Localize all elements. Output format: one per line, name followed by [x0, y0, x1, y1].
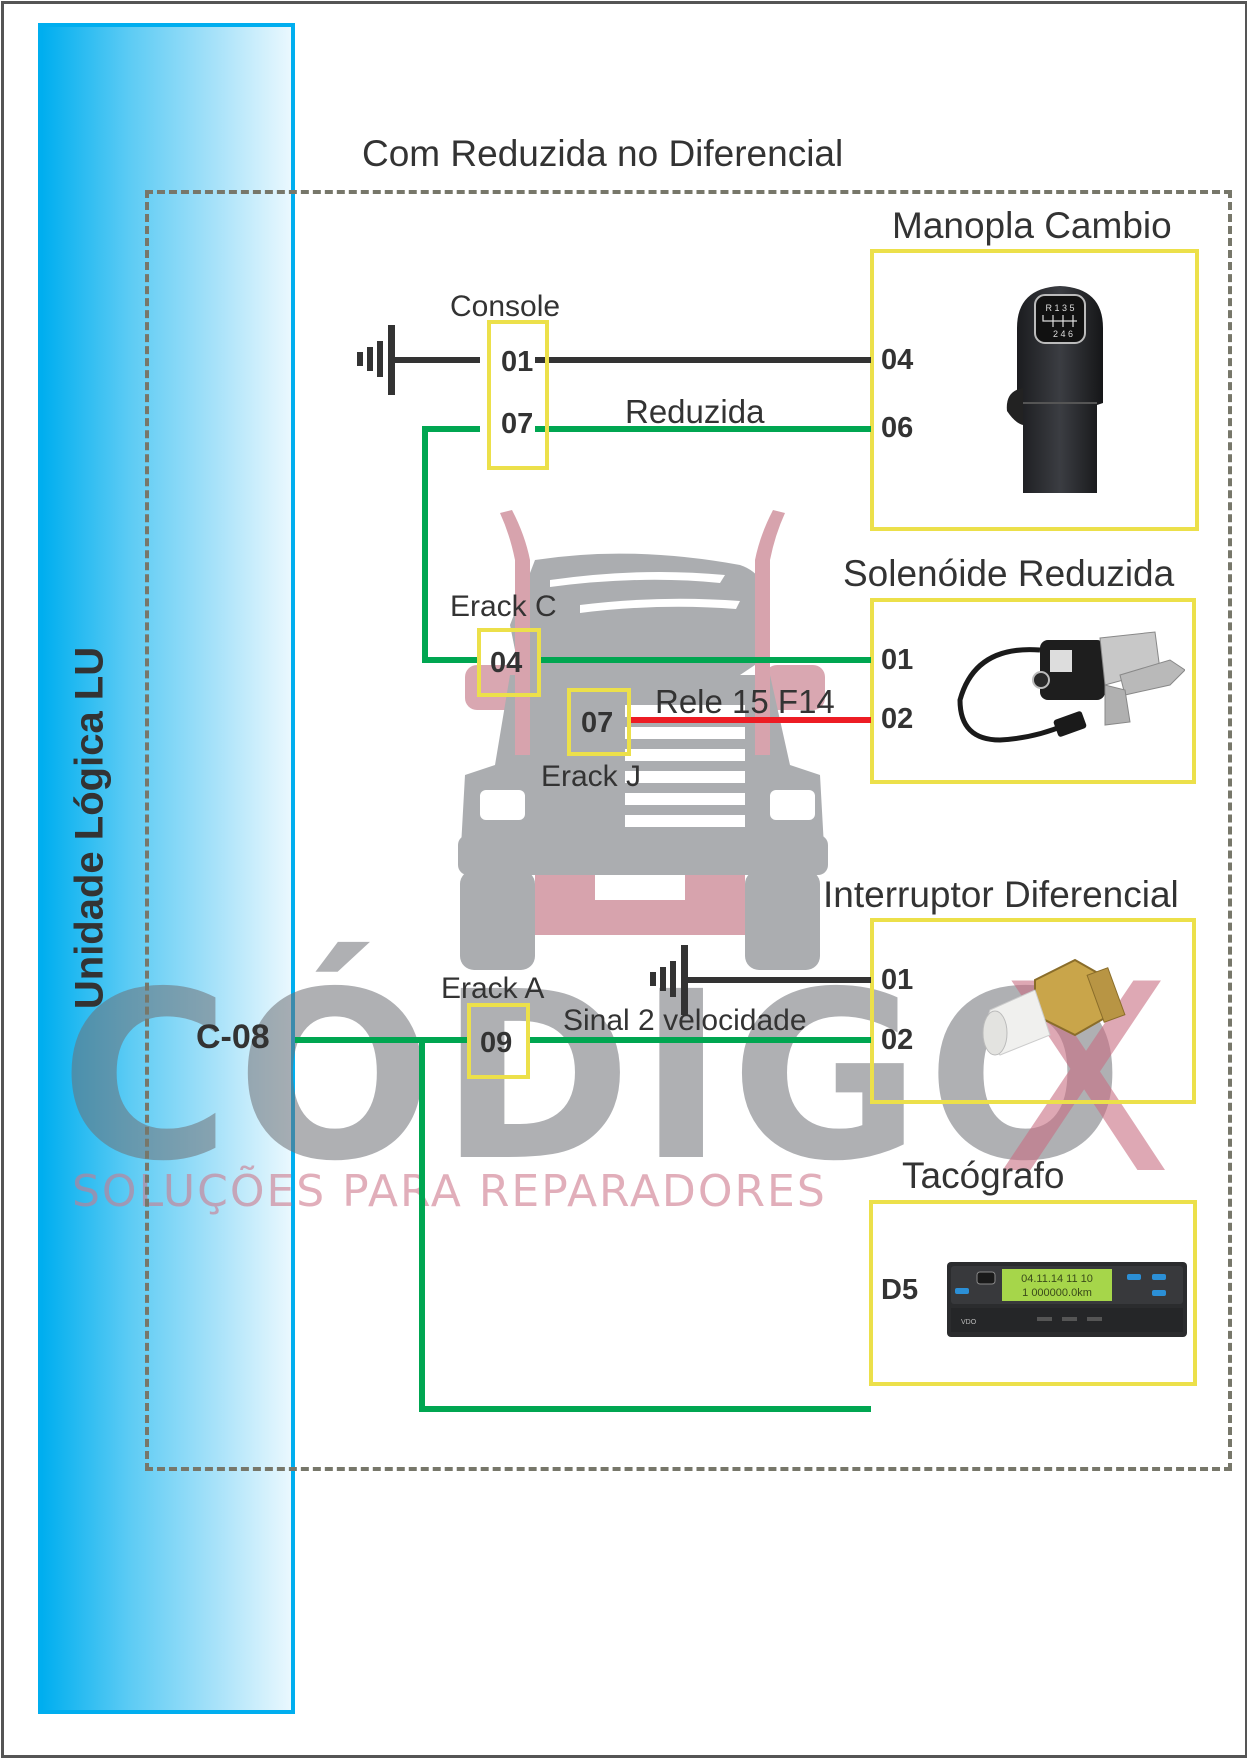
- wire-erack-a-to-interruptor-02: [529, 1037, 871, 1043]
- wire-erack-j-to-solenoide-02: [631, 717, 871, 723]
- solenoide-pin-02: 02: [881, 703, 914, 735]
- solenoid-valve-icon: [957, 631, 1185, 743]
- wire-console-07-to-manopla-06: [535, 426, 871, 432]
- interruptor-title: Interruptor Diferencial: [823, 874, 1179, 915]
- erack-j-label: Erack J: [541, 760, 642, 793]
- erack-j-connector-box: [567, 688, 631, 756]
- tachograph-icon: 04.11.14 11 10 1 000000.0km VDO: [947, 1262, 1187, 1337]
- lu-pin-c08: C-08: [196, 1018, 270, 1056]
- pressure-switch-icon: [982, 958, 1126, 1056]
- wire-reduzida-vertical: [422, 426, 428, 663]
- tacografo-box: [869, 1200, 1197, 1386]
- wire-ground-interruptor: [697, 977, 871, 983]
- solenoide-title: Solenóide Reduzida: [843, 553, 1175, 594]
- wire-to-erack-c: [422, 657, 480, 663]
- wire-c08-to-erack-a: [295, 1037, 469, 1043]
- wire-ground-console: [403, 357, 480, 363]
- section-title: Com Reduzida no Diferencial: [362, 133, 844, 174]
- erack-c-pin: 04: [490, 647, 523, 679]
- gear-knob-icon: R 1 3 5 2 4 6: [1006, 286, 1103, 493]
- manopla-pin-06: 06: [881, 412, 914, 444]
- wire-label-sinal: Sinal 2 velocidade: [563, 1004, 807, 1037]
- wire-console-01-to-manopla-04: [535, 357, 871, 363]
- wire-label-reduzida: Reduzida: [625, 393, 765, 430]
- erack-a-label: Erack A: [441, 972, 545, 1005]
- logic-unit-bar: [38, 23, 295, 1714]
- interruptor-pin-02: 02: [881, 1024, 914, 1056]
- solenoide-box: [870, 598, 1196, 784]
- interruptor-box: [870, 918, 1196, 1104]
- gear-pattern-bottom: 2 4 6: [1053, 329, 1073, 339]
- wire-label-rele: Rele 15 F14: [655, 683, 835, 720]
- console-connector-box: [487, 320, 549, 470]
- manopla-pin-04: 04: [881, 344, 914, 376]
- erack-c-connector-box: [477, 628, 541, 697]
- tachograph-brand: VDO: [961, 1319, 977, 1326]
- logic-unit-label: Unidade Lógica LU: [67, 646, 112, 1010]
- console-label: Console: [450, 290, 561, 323]
- section-dashed-frame: [145, 190, 1232, 1471]
- manopla-box: [870, 249, 1199, 531]
- gear-pattern-top: R 1 3 5: [1045, 303, 1074, 313]
- wire-tacografo-vertical: [419, 1037, 425, 1412]
- ground-icon: [650, 945, 700, 1015]
- erack-a-connector-box: [467, 1003, 530, 1079]
- tacografo-pin-d5: D5: [881, 1274, 919, 1306]
- console-pin-01: 01: [501, 346, 534, 378]
- ground-icon: [357, 325, 407, 395]
- tachograph-display-line1: 04.11.14 11 10: [1021, 1273, 1093, 1285]
- tacografo-title: Tacógrafo: [902, 1155, 1065, 1196]
- erack-a-pin: 09: [480, 1027, 513, 1059]
- erack-c-label: Erack C: [450, 590, 557, 623]
- erack-j-pin: 07: [581, 707, 614, 739]
- wire-console-07-left: [422, 426, 480, 432]
- tachograph-display-line2: 1 000000.0km: [1022, 1287, 1092, 1299]
- console-pin-07: 07: [501, 408, 534, 440]
- wire-erack-c-to-solenoide-01: [540, 657, 871, 663]
- wire-to-tacografo-d5: [419, 1406, 871, 1412]
- solenoide-pin-01: 01: [881, 644, 914, 676]
- manopla-title: Manopla Cambio: [892, 205, 1172, 246]
- interruptor-pin-01: 01: [881, 964, 914, 996]
